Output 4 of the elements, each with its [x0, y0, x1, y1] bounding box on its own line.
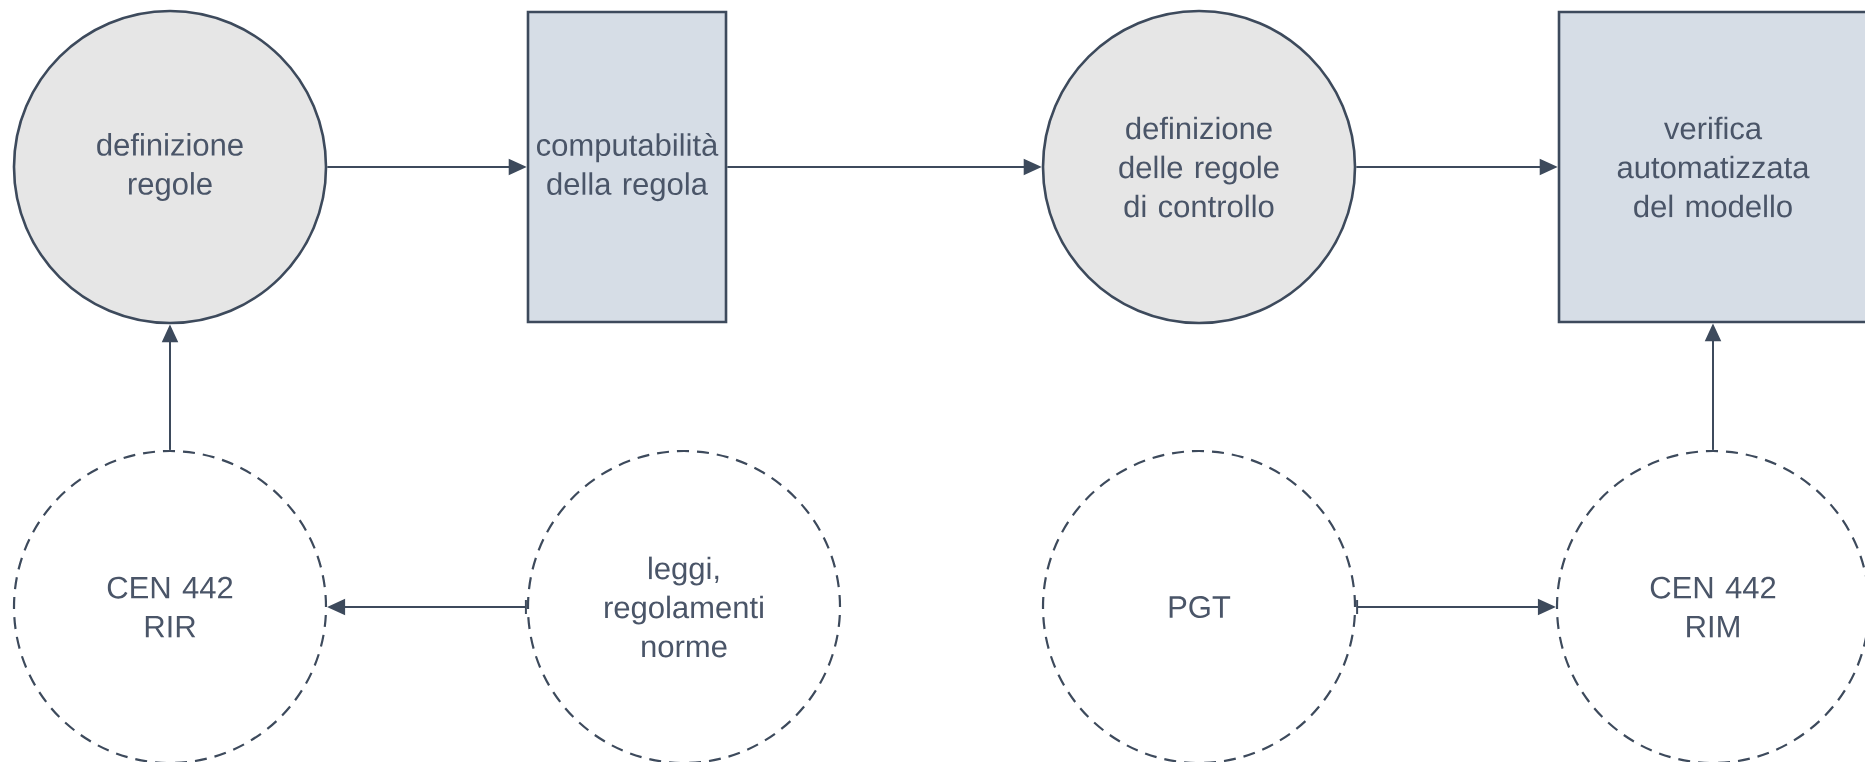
process-box: verifica automatizzata del modello	[1557, 10, 1865, 324]
circle-node: definizione regole	[12, 9, 328, 325]
process-box: computabilità della regola	[526, 10, 728, 324]
circle-node: definizione delle regole di controllo	[1041, 9, 1357, 325]
